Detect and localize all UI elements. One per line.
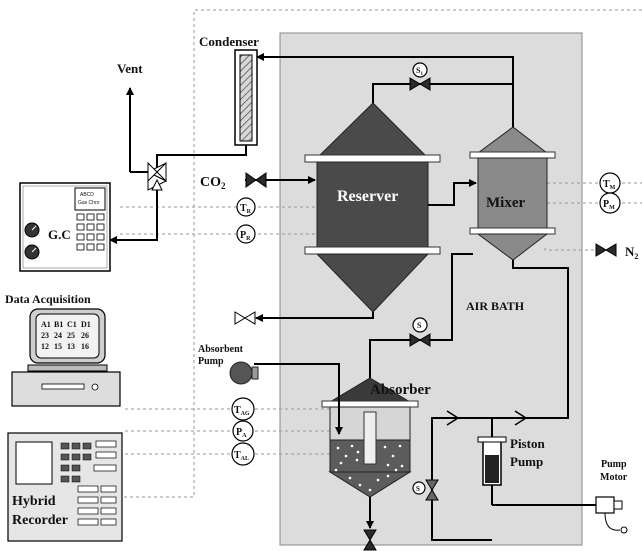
svg-text:PA: PA	[236, 427, 247, 439]
tr-instrument	[236, 197, 256, 217]
mixer-label: Mixer	[486, 195, 525, 211]
pr-label: P	[240, 230, 246, 241]
hybrid-recorder-label-1: Hybrid	[12, 494, 56, 509]
n2-label: N	[625, 244, 635, 259]
pa-label: P	[236, 427, 242, 438]
pa-sub: A	[242, 433, 247, 439]
s-low-instrument	[412, 481, 426, 495]
pr-instrument	[236, 224, 256, 244]
s-low-valve	[425, 479, 439, 501]
reserver-drain-valve	[234, 311, 256, 325]
s1-label: S	[416, 66, 421, 75]
data-cell: 25	[67, 331, 75, 340]
data-cell: 16	[81, 342, 89, 351]
piston-pump-label-2: Pump	[510, 454, 543, 469]
s1-sub: 1	[420, 72, 423, 77]
data-cell: B1	[54, 320, 63, 329]
data-acquisition-label: Data Acquisition	[5, 292, 91, 306]
svg-text:TAG: TAG	[234, 405, 250, 417]
pa-instrument	[232, 420, 254, 442]
instrument-bubbles	[231, 62, 621, 495]
check-valves	[446, 410, 528, 426]
valves	[146, 77, 617, 551]
piston-pump	[477, 436, 507, 486]
tag-sub: AG	[241, 411, 250, 417]
svg-text:PR: PR	[240, 230, 251, 242]
pm-instrument	[599, 192, 621, 214]
piston-pump-label-1: Piston	[510, 436, 545, 451]
co2-valve	[245, 172, 267, 188]
tal-sub: AL	[241, 456, 249, 462]
gas-chromatograph	[19, 182, 111, 272]
data-cell: 13	[67, 342, 75, 351]
tag-instrument	[231, 397, 255, 421]
tr-label: T	[240, 203, 247, 214]
s1-instrument	[412, 62, 428, 78]
n2-sub: 2	[634, 252, 638, 261]
svg-text:S1: S1	[416, 66, 423, 77]
air-bath-label: AIR BATH	[466, 299, 525, 313]
pm-label: P	[603, 199, 609, 210]
reserver-vessel	[304, 102, 441, 313]
pump-motor-label-1: Pump	[601, 459, 627, 470]
s-low-label: S	[416, 485, 420, 493]
data-cell: 15	[54, 342, 62, 351]
data-cell: 12	[41, 342, 49, 351]
tag-label: T	[234, 405, 241, 416]
pr-sub: R	[246, 236, 251, 242]
co2-sub: 2	[221, 181, 226, 191]
data-cell: A1	[41, 320, 51, 329]
condenser-label: Condenser	[199, 34, 259, 49]
tm-sub: M	[610, 185, 616, 191]
tal-instrument	[231, 442, 255, 466]
data-cell: 23	[41, 331, 49, 340]
data-cell: C1	[67, 320, 77, 329]
data-cell: D1	[81, 320, 91, 329]
svg-text:TM: TM	[603, 179, 616, 191]
condenser	[234, 49, 258, 146]
gc-label: G.C	[48, 227, 71, 242]
absorbent-pump	[229, 361, 259, 385]
data-acquisition-computer	[11, 308, 121, 407]
svg-text:TR: TR	[240, 203, 252, 215]
svg-text:TAL: TAL	[234, 450, 249, 462]
three-way-valve	[146, 161, 168, 191]
hybrid-recorder	[7, 432, 123, 542]
tal-label: T	[234, 450, 241, 461]
gc-panel-line1: ABCD	[80, 192, 94, 198]
pump-motor	[595, 496, 628, 534]
co2-label: CO	[200, 175, 221, 190]
absorbent-pump-label-2: Pump	[198, 356, 224, 367]
data-cell: 26	[81, 331, 89, 340]
mixer-vessel	[469, 126, 556, 261]
s-mid-valve	[409, 333, 431, 347]
gc-panel-line2: Gas Chro	[78, 200, 100, 206]
reserver-label: Reserver	[337, 188, 398, 205]
vent-label: Vent	[117, 61, 143, 76]
s1-valve	[409, 77, 431, 91]
tr-sub: R	[247, 209, 252, 215]
tm-label: T	[603, 179, 610, 190]
hybrid-recorder-label-2: Recorder	[12, 513, 68, 528]
absorber-vessel	[321, 377, 419, 498]
s-mid-label: S	[417, 321, 422, 330]
svg-text:N2: N2	[625, 244, 638, 261]
pump-motor-label-2: Motor	[600, 472, 628, 483]
svg-text:PM: PM	[603, 199, 615, 211]
piping	[109, 53, 596, 541]
svg-text:CO2: CO2	[200, 175, 226, 191]
pm-sub: M	[609, 205, 615, 211]
s-mid-instrument	[412, 317, 428, 333]
data-cell: 24	[54, 331, 62, 340]
data-screen: A1 B1 C1 D1 23 24 25 26 12 15 13 16	[41, 320, 91, 351]
n2-valve	[595, 243, 617, 257]
absorber-label: Absorber	[370, 382, 431, 398]
absorber-drain-valve	[363, 529, 377, 551]
absorbent-pump-label-1: Absorbent	[198, 344, 244, 355]
